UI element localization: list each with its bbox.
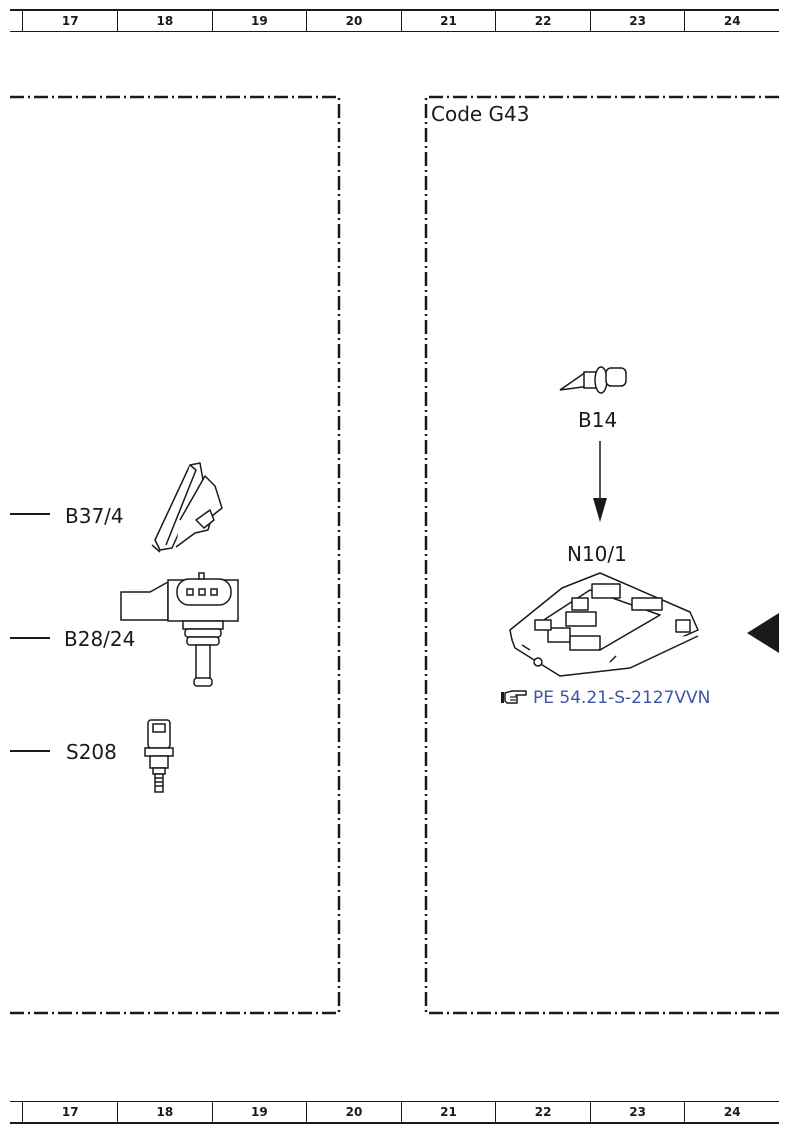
ruler-col: 18 <box>118 11 213 31</box>
ruler-col: 17 <box>23 1102 119 1122</box>
bottom-grid-ruler: 17 18 19 20 21 22 23 24 <box>10 1101 779 1124</box>
top-grid-ruler: 17 18 19 20 21 22 23 24 <box>10 9 779 32</box>
code-title: Code G43 <box>431 102 530 126</box>
control-module-icon <box>509 572 699 677</box>
pointing-hand-icon <box>501 690 527 704</box>
component-label-b14: B14 <box>578 408 618 432</box>
arrow-left-icon[interactable] <box>747 613 779 653</box>
ruler-col: 19 <box>213 1102 308 1122</box>
ruler-col: 21 <box>402 1102 497 1122</box>
ruler-col: 19 <box>213 11 308 31</box>
ruler-col: 24 <box>723 1105 741 1119</box>
right-panel-frame <box>424 95 779 1015</box>
ruler-col: 17 <box>23 11 119 31</box>
ruler-col: 22 <box>496 11 591 31</box>
left-panel-frame <box>10 95 341 1015</box>
ruler-col: 21 <box>402 11 497 31</box>
ruler-col: 23 <box>591 11 686 31</box>
temperature-sensor-icon <box>559 366 627 394</box>
signal-arrow-head <box>593 498 607 522</box>
pressure-switch-icon <box>144 719 174 793</box>
pedal-sensor-icon <box>151 462 223 553</box>
ruler-col: 18 <box>118 1102 213 1122</box>
ruler-col: 23 <box>591 1102 686 1122</box>
ruler-col: 22 <box>496 1102 591 1122</box>
ruler-col: 20 <box>307 1102 402 1122</box>
pressure-sensor-icon <box>120 572 239 687</box>
component-label-n10-1: N10/1 <box>567 542 627 566</box>
ruler-col: 20 <box>307 11 402 31</box>
component-label-b28-24: B28/24 <box>64 627 136 651</box>
component-label-b37-4: B37/4 <box>65 504 124 528</box>
reference-link[interactable]: PE 54.21-S-2127VVN <box>533 688 711 708</box>
ruler-col: 24 <box>723 14 741 28</box>
component-label-s208: S208 <box>66 740 117 764</box>
